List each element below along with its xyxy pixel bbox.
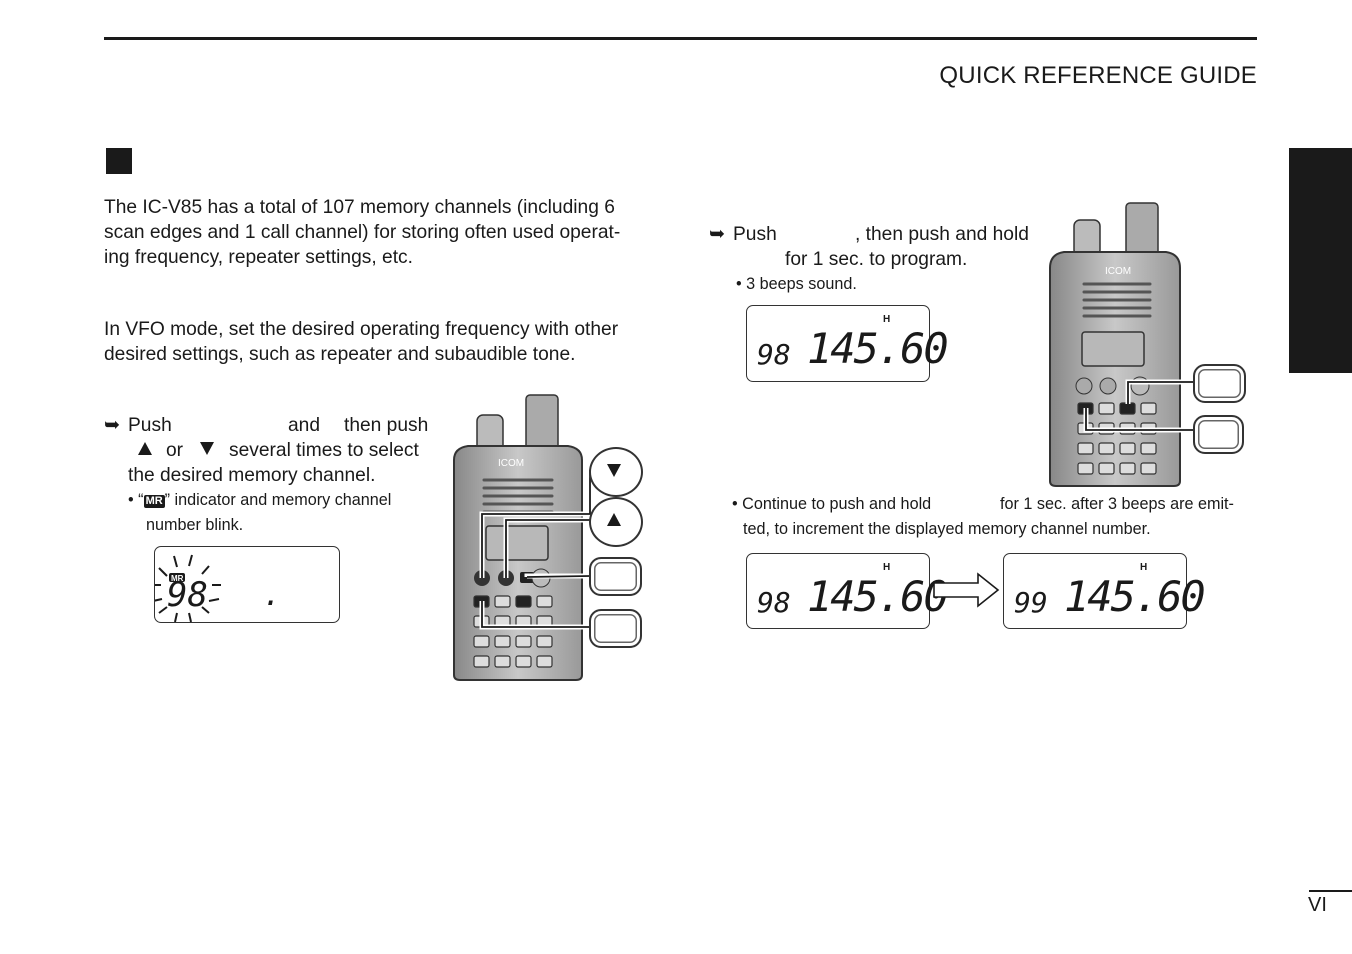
section-marker — [106, 148, 132, 174]
step-select-channel: ➥Push and then push or several times to … — [104, 413, 444, 538]
radio-brand-logo: ICOM — [498, 458, 525, 469]
radio-transceiver-right: ICOM — [1049, 202, 1200, 487]
blink-rays-icon: MR — [155, 554, 221, 622]
bottom-rule — [1309, 890, 1352, 892]
step-program: ➥Push , then push and hold for 1 sec. to… — [709, 222, 1049, 297]
down-key-bubble — [589, 447, 643, 497]
step-line: the desired memory channel. — [128, 465, 376, 486]
key-bubble — [589, 557, 642, 596]
vfo-paragraph: In VFO mode, set the desired operating f… — [104, 317, 664, 367]
lcd-high-power-mark: H — [883, 562, 891, 573]
lcd-high-power-mark: H — [1140, 562, 1148, 573]
up-key-icon — [138, 442, 152, 455]
step-note: • “MR” indicator and memory channel — [128, 491, 392, 509]
lcd-frequency: 145.60 — [807, 572, 949, 621]
step-line: for 1 sec. to program. — [785, 249, 968, 270]
lcd-after-increment: H 99 145.60 — [1003, 553, 1206, 629]
lcd-before-increment: H 98 145.60 — [746, 553, 949, 629]
down-key-icon — [607, 464, 621, 477]
radio-transceiver-left — [453, 394, 593, 681]
lcd-high-power-mark: H — [883, 314, 891, 325]
svg-text:MR: MR — [171, 574, 184, 583]
lcd-blinking-channel: MR 98 . — [154, 546, 340, 623]
key-bubble — [1193, 364, 1246, 403]
page-number: VI — [1308, 894, 1327, 916]
mr-indicator-icon: MR — [143, 495, 165, 508]
lcd-frequency: 145.60 — [807, 324, 949, 373]
down-key-icon — [200, 442, 214, 455]
lcd-frequency: 145.60 — [1064, 572, 1206, 621]
step-note: • 3 beeps sound. — [736, 275, 857, 293]
intro-paragraph: The IC-V85 has a total of 107 memory cha… — [104, 195, 664, 270]
step-note: number blink. — [146, 516, 244, 534]
lcd-channel-number: 98 — [757, 338, 791, 371]
top-rule — [104, 37, 1257, 40]
right-arrow-icon — [933, 572, 1000, 608]
arrow-bullet-icon: ➥ — [709, 224, 726, 245]
lcd-decimal-point: . — [263, 578, 282, 613]
radio-brand-logo: ICOM — [1105, 266, 1131, 277]
lcd-channel-number: 98 — [167, 575, 208, 615]
continue-note: • Continue to push and hold for 1 sec. a… — [732, 495, 1234, 538]
side-tab — [1289, 148, 1352, 373]
guide-title: QUICK REFERENCE GUIDE — [939, 62, 1257, 89]
lcd-channel-number: 98 — [757, 586, 791, 619]
key-bubble — [1193, 415, 1244, 454]
up-key-icon — [607, 513, 621, 526]
vfo-line: In VFO mode, set the desired operating f… — [104, 319, 619, 340]
intro-line: The IC-V85 has a total of 107 memory cha… — [104, 197, 615, 218]
vfo-line: desired settings, such as repeater and s… — [104, 344, 576, 365]
lcd-channel-number: 99 — [1014, 586, 1048, 619]
lcd-programmed: H 98 145.60 — [746, 305, 949, 382]
arrow-bullet-icon: ➥ — [104, 415, 121, 436]
intro-line: scan edges and 1 call channel) for stori… — [104, 222, 621, 243]
key-bubble — [589, 609, 642, 648]
intro-line: ing frequency, repeater settings, etc. — [104, 247, 413, 268]
up-key-bubble — [589, 497, 643, 547]
